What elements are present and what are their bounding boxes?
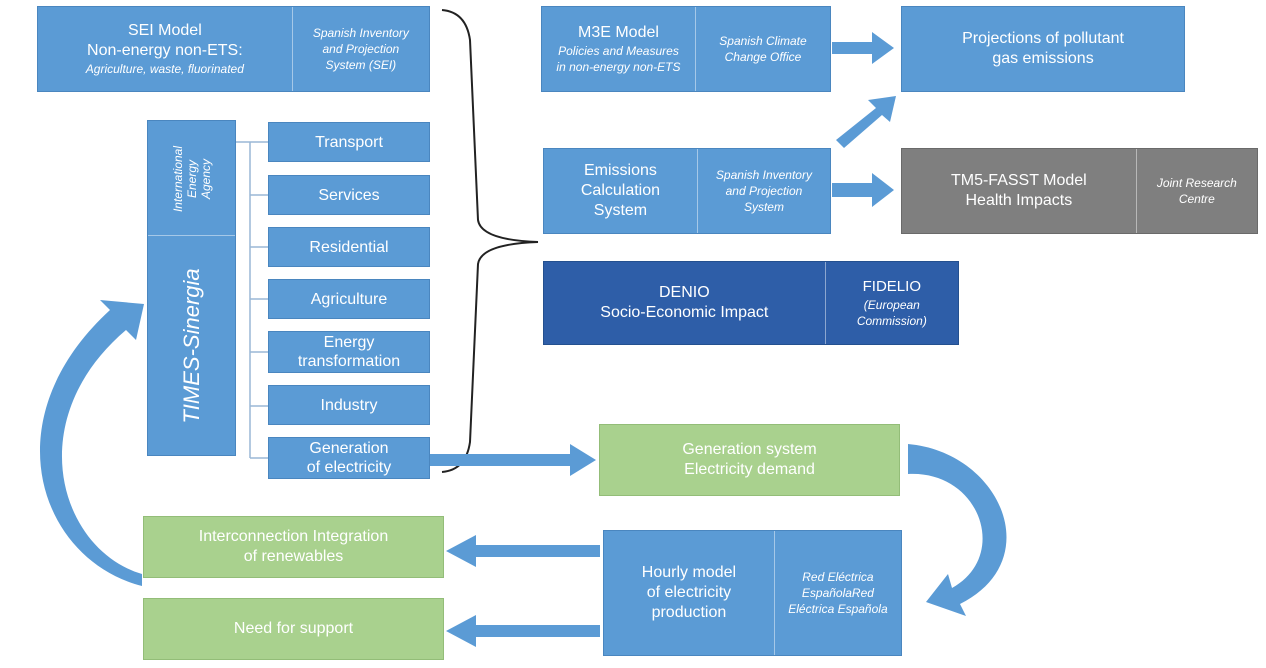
sei-org-line2: and Projection (322, 42, 400, 56)
hourly-org-line3: Eléctrica Española (788, 602, 888, 616)
interconnection-line2: of renewables (243, 548, 344, 565)
denio-line1: DENIO (658, 284, 710, 301)
emissions-line3: System (593, 202, 648, 219)
projections-line1: Projections of pollutant (962, 30, 1124, 47)
iea-line3: Agency (199, 158, 213, 200)
hourly-line3: production (651, 604, 727, 621)
m3e-line3: in non-energy non-ETS (556, 60, 681, 74)
tm5-org-line2: Centre (1178, 192, 1215, 206)
hourly-line1: Hourly model (641, 564, 737, 581)
sei-sectors: Agriculture, waste, fluorinated (85, 62, 244, 76)
iea-line1: International (171, 145, 185, 213)
hourly-model-box: Hourly model of electricity production R… (603, 530, 902, 656)
tm5-fasst-box: TM5-FASST Model Health Impacts Joint Res… (901, 148, 1258, 234)
sector-agriculture: Agriculture (268, 279, 430, 319)
hourly-org-line1: Red Eléctrica (802, 570, 874, 584)
tm5-line1: TM5-FASST Model (950, 172, 1087, 189)
m3e-line2: Policies and Measures (558, 44, 679, 58)
m3e-org-line2: Change Office (724, 50, 802, 64)
times-divider (148, 235, 235, 236)
sector-services: Services (268, 175, 430, 215)
sector-generation-electricity: Generation of electricity (268, 437, 430, 479)
emissions-org-line3: System (743, 200, 784, 214)
sei-title: SEI Model (127, 22, 202, 39)
sector-energy-transformation: Energy transformation (268, 331, 430, 373)
sector-industry: Industry (268, 385, 430, 425)
emissions-org-line1: Spanish Inventory (715, 168, 812, 182)
emissions-line2: Calculation (580, 182, 661, 199)
sei-model-box: SEI Model Non-energy non-ETS: Agricultur… (37, 6, 430, 92)
denio-box: DENIO Socio-Economic Impact FIDELIO (Eur… (543, 261, 959, 345)
denio-line2: Socio-Economic Impact (600, 304, 769, 321)
energy-line2: transformation (297, 353, 401, 370)
gensys-line1: Generation system (682, 441, 817, 458)
interconnection-line1: Interconnection Integration (198, 528, 389, 545)
sector-residential: Residential (268, 227, 430, 267)
sector-tree-lines (236, 141, 268, 459)
times-sinergia-box: International Energy Agency TIMES-Sinerg… (147, 120, 236, 456)
emissions-org-line2: and Projection (725, 184, 803, 198)
need-for-support-box: Need for support (143, 598, 444, 660)
denio-org-line2: (European (863, 298, 920, 312)
iea-line2: Energy (185, 159, 199, 199)
interconnection-box: Interconnection Integration of renewable… (143, 516, 444, 578)
tm5-org-line1: Joint Research (1156, 176, 1237, 190)
projections-line2: gas emissions (992, 50, 1094, 67)
grouping-brace (441, 9, 539, 473)
projections-box: Projections of pollutant gas emissions (901, 6, 1185, 92)
denio-org-name: FIDELIO (862, 278, 921, 295)
m3e-org-line1: Spanish Climate (719, 34, 807, 48)
flow-arrows (39, 32, 1007, 647)
m3e-model-box: M3E Model Policies and Measures in non-e… (541, 6, 831, 92)
denio-org-line3: Commission) (856, 314, 927, 328)
sector-transport: Transport (268, 122, 430, 162)
hourly-line2: of electricity (646, 584, 732, 601)
tm5-line2: Health Impacts (965, 192, 1073, 209)
energy-line1: Energy (323, 334, 375, 351)
iea-label: International Energy Agency (171, 124, 213, 234)
emissions-line1: Emissions (584, 162, 657, 179)
sei-org-line1: Spanish Inventory (312, 26, 409, 40)
gen-line1: Generation (309, 440, 389, 457)
m3e-title: M3E Model (578, 24, 659, 41)
times-sinergia-label: TIMES-Sinergia (179, 268, 204, 424)
gen-line2: of electricity (306, 459, 392, 476)
emissions-calculation-box: Emissions Calculation System Spanish Inv… (543, 148, 831, 234)
sei-org-line3: System (SEI) (325, 58, 397, 72)
sei-scope: Non-energy non-ETS: (87, 42, 243, 59)
generation-system-box: Generation system Electricity demand (599, 424, 900, 496)
hourly-org-line2: EspañolaRed (801, 586, 874, 600)
gensys-line2: Electricity demand (684, 461, 815, 478)
